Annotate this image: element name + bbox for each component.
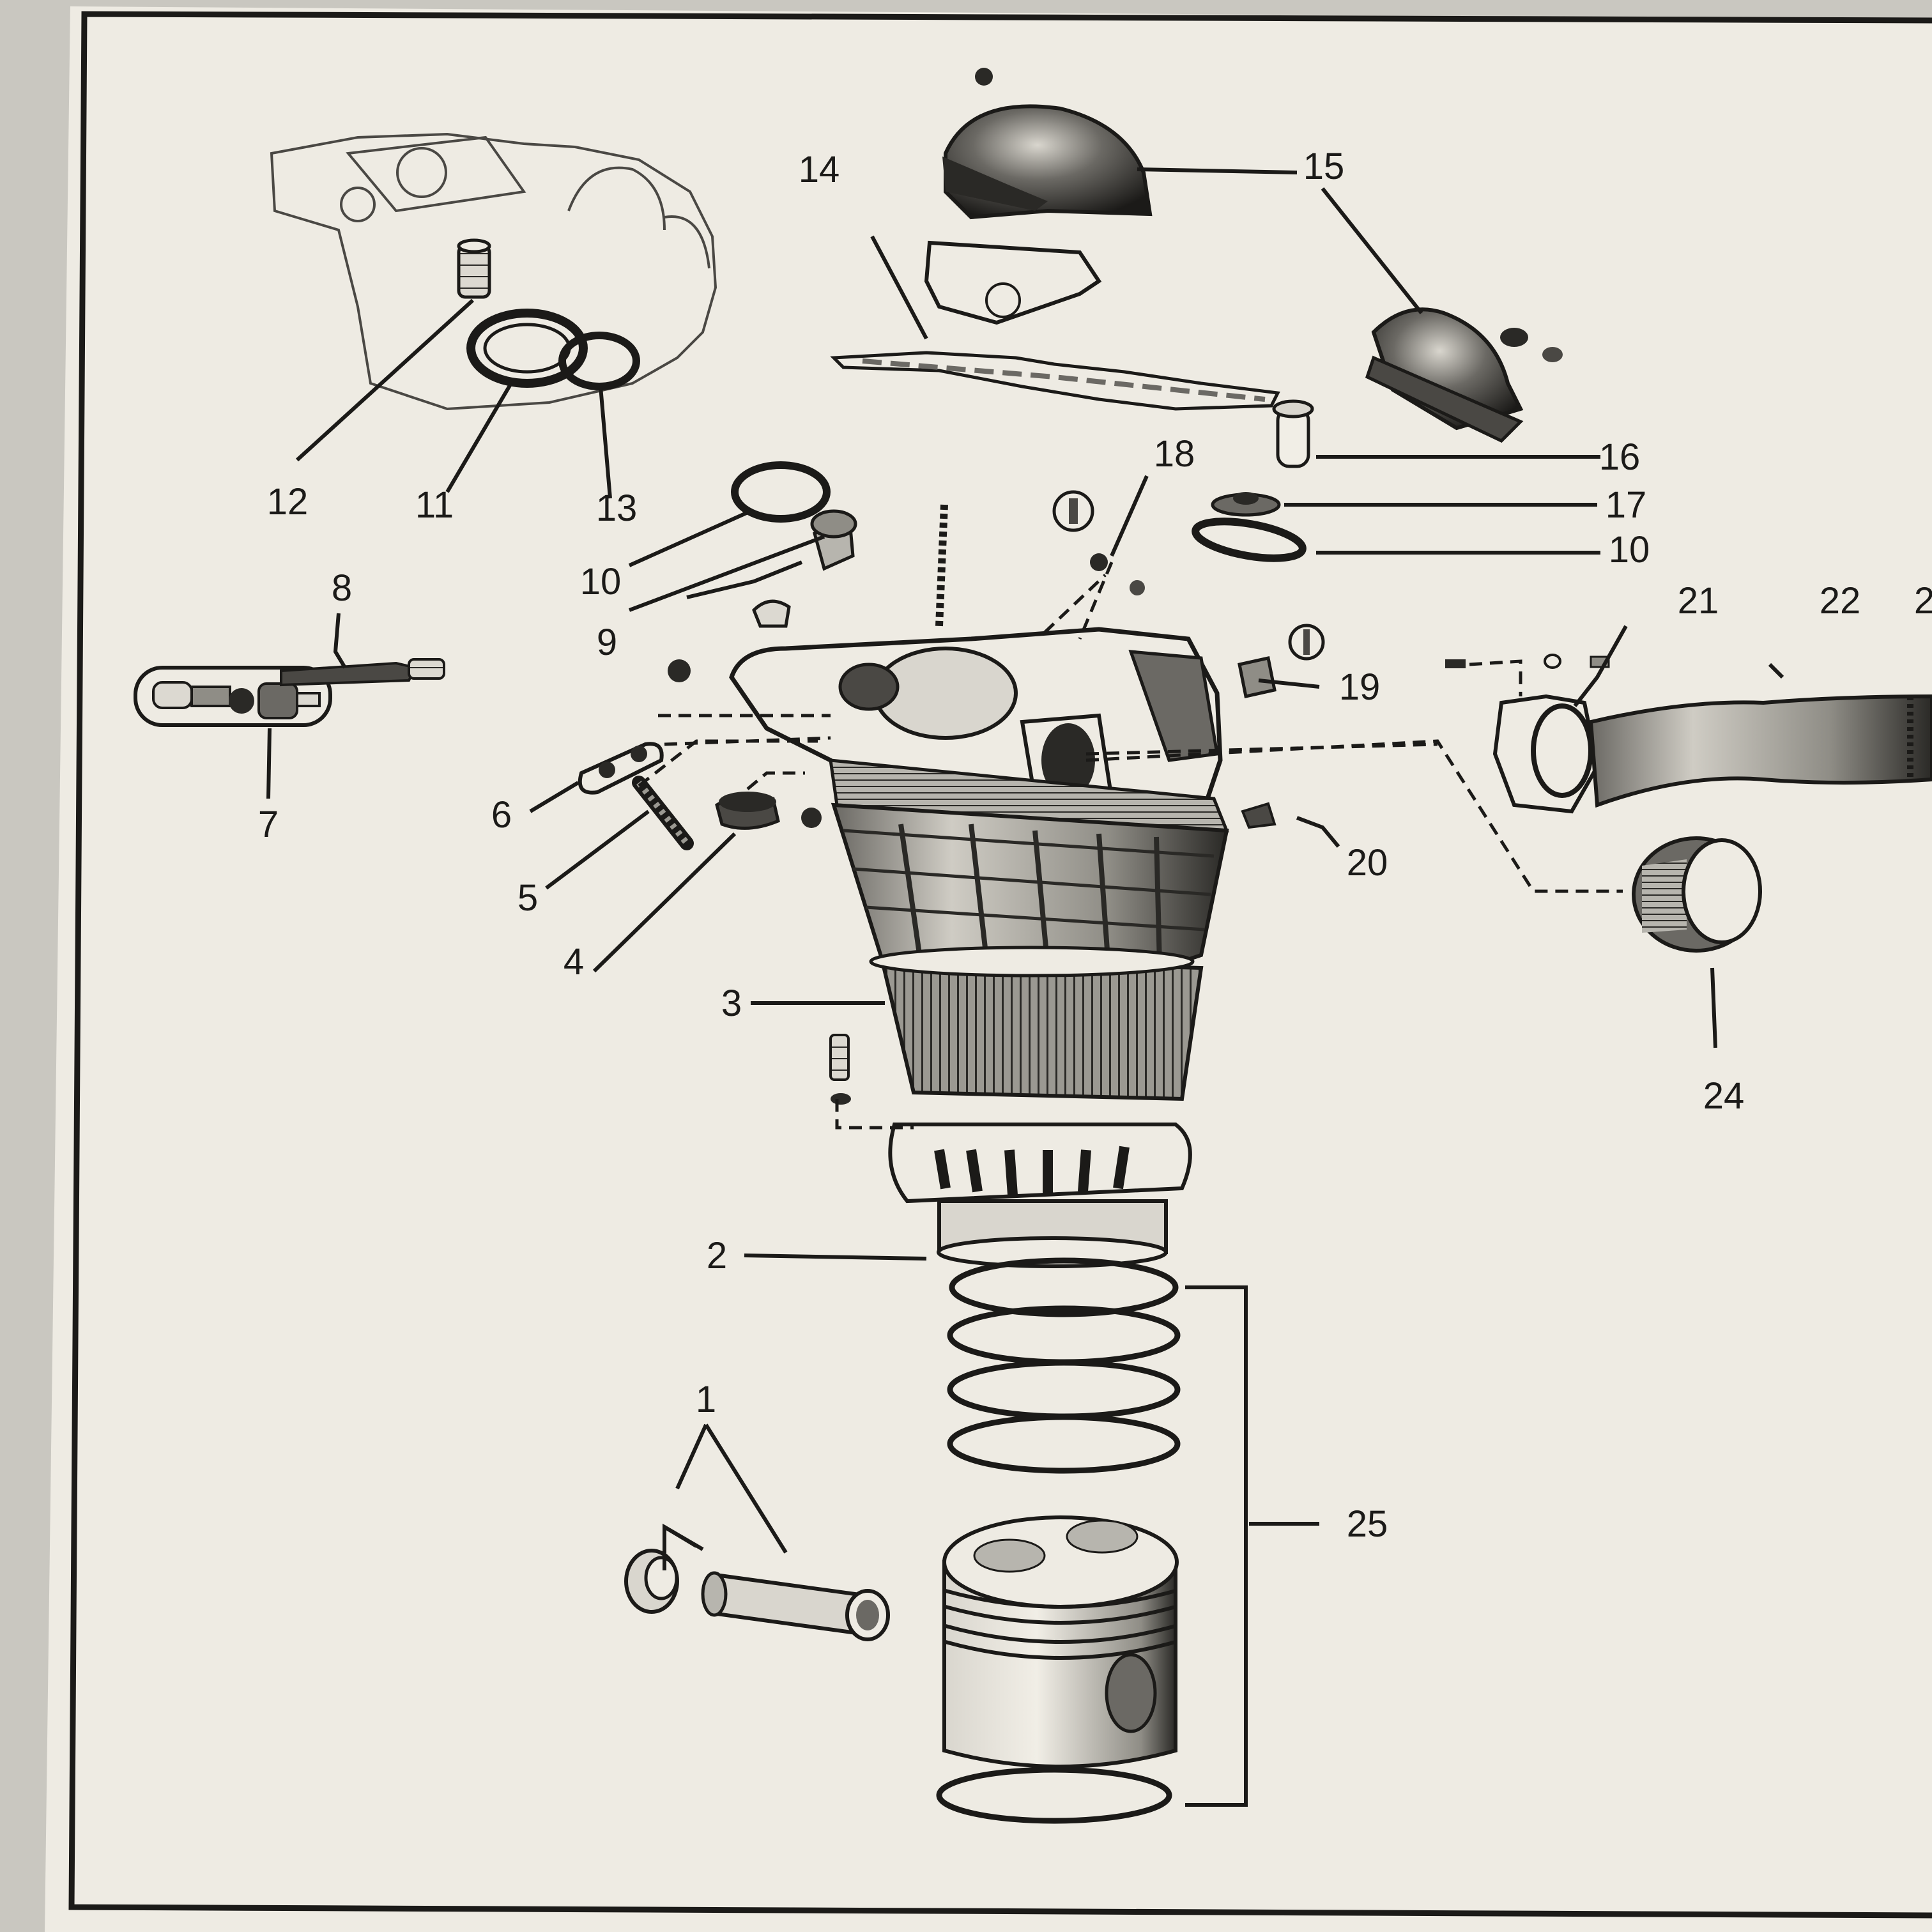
callout-7: 7 [258,804,279,845]
callout-10-left: 10 [580,561,622,602]
callout-24: 24 [1703,1075,1745,1117]
stud-5-part [632,776,694,850]
callout-18: 18 [1154,433,1195,475]
callout-6: 6 [491,794,512,836]
callout-13: 13 [596,487,638,529]
washer-17-part [1211,492,1281,517]
callout-3: 3 [721,983,742,1024]
ring-13-part [558,332,640,390]
callout-25: 25 [1347,1503,1388,1545]
callout-leader-lines [266,167,1784,1807]
ring-11-part [466,309,588,388]
tappet-16-part [1272,399,1314,468]
callout-8: 8 [332,567,352,609]
exhaust-flange-21-part [1445,654,1610,814]
callout-23-partial: 2 [1914,580,1932,622]
callout-19: 19 [1339,666,1381,708]
gasket-14-part [830,351,1280,411]
crankcase-section-outline [270,132,717,411]
stud-12-part [457,238,491,299]
callout-9: 9 [597,622,617,663]
guide-9-part [752,509,857,628]
callout-14: 14 [799,149,840,190]
piston-rings-2-25 [947,1257,1181,1474]
callout-2: 2 [707,1235,727,1276]
callout-5: 5 [518,877,538,919]
callout-4: 4 [564,941,584,983]
plug-4-part [668,659,822,830]
exhaust-pipe-22-part [1588,694,1932,808]
callout-numbers: 1 2 3 4 5 6 7 8 9 10 11 12 13 14 15 16 1… [258,146,1932,1545]
valve-cover-15-upper [924,68,1153,325]
callout-1: 1 [696,1379,716,1420]
valve-cover-15-lower [1365,307,1563,443]
callout-12: 12 [267,481,309,523]
callout-22: 22 [1820,580,1861,622]
callout-11: 11 [415,484,454,526]
callout-16: 16 [1599,436,1641,478]
ring-10-right-part [1192,518,1307,562]
sleeve-24-part [1632,836,1762,953]
spark-plug-assembly-7-8 [134,658,445,727]
plate-6-part [578,742,664,795]
assembly-dashed-lines [638,562,1623,1130]
callout-17: 17 [1606,484,1647,526]
ring-10-left-part [731,461,831,523]
piston-25-part [936,1515,1179,1824]
callout-21: 21 [1678,580,1719,622]
callout-10-right: 10 [1609,529,1650,571]
callout-15: 15 [1303,146,1345,187]
cylinder-head-3-part [729,627,1229,1268]
rocker-box-bolts [829,490,1325,1105]
callout-20: 20 [1347,842,1388,884]
page-border-frame [68,11,1932,1919]
